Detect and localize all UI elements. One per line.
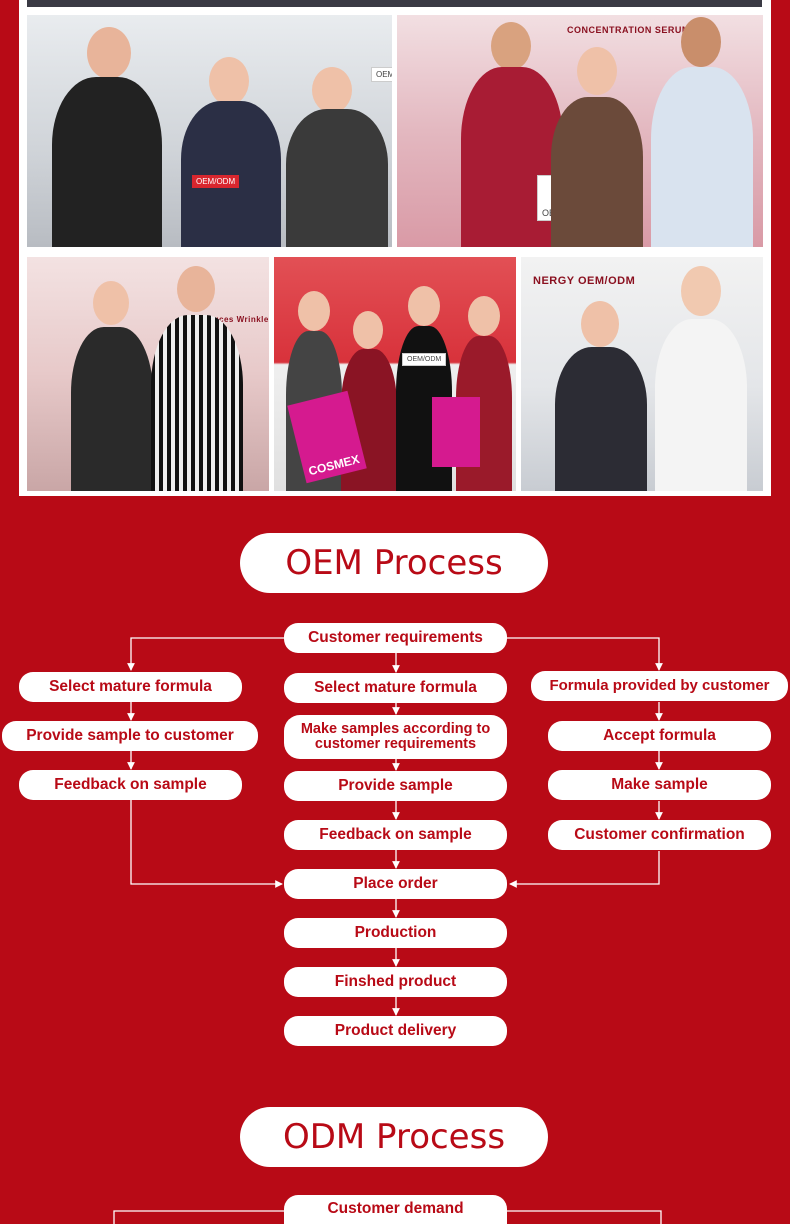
oem-right-step-3: Make sample: [548, 770, 771, 800]
expo-photo-3: Reduces Wrinkle: [27, 257, 269, 491]
oem-left-step-3: Feedback on sample: [19, 770, 242, 800]
photo-sign: NERGY OEM/ODM: [533, 275, 636, 287]
oem-middle-step-3: Provide sample: [284, 771, 507, 801]
oem-middle-step-1: Select mature formula: [284, 673, 507, 703]
oem-finished-product: Finshed product: [284, 967, 507, 997]
photo-tag: OEM: [371, 67, 392, 82]
expo-photo-5: NERGY OEM/ODM: [521, 257, 763, 491]
oem-product-delivery: Product delivery: [284, 1016, 507, 1046]
gallery-top-strip: [27, 0, 762, 7]
oem-left-step-2: Provide sample to customer: [2, 721, 258, 751]
photo-tag: OEM/ODM: [192, 175, 240, 188]
oem-right-step-2: Accept formula: [548, 721, 771, 751]
odm-customer-demand: Customer demand: [284, 1195, 507, 1224]
expo-photo-1: OEM OEM/ODM: [27, 15, 392, 247]
photo-tag: OEM/ODM: [402, 353, 447, 366]
oem-left-step-1: Select mature formula: [19, 672, 242, 702]
oem-place-order: Place order: [284, 869, 507, 899]
oem-right-step-4: Customer confirmation: [548, 820, 771, 850]
oem-production: Production: [284, 918, 507, 948]
photo-sign: CONCENTRATION SERUM: [567, 25, 690, 35]
oem-right-step-1: Formula provided by customer: [531, 671, 788, 701]
oem-process-title: OEM Process: [240, 533, 548, 593]
expo-photo-4: COSMEX OEM/ODM: [274, 257, 516, 491]
photo-sign: Reduces Wrinkle: [197, 315, 269, 324]
photo-bag-2: [432, 397, 480, 467]
oem-middle-step-4: Feedback on sample: [284, 820, 507, 850]
odm-process-title: ODM Process: [240, 1107, 548, 1167]
oem-customer-requirements: Customer requirements: [284, 623, 507, 653]
oem-middle-step-2: Make samples according to customer requi…: [284, 715, 507, 759]
expo-photo-2: CONCENTRATION SERUM OEM/ODM: [397, 15, 763, 247]
exhibition-photo-gallery: OEM OEM/ODM CONCENTRATION SERUM OEM/ODM: [19, 0, 771, 496]
